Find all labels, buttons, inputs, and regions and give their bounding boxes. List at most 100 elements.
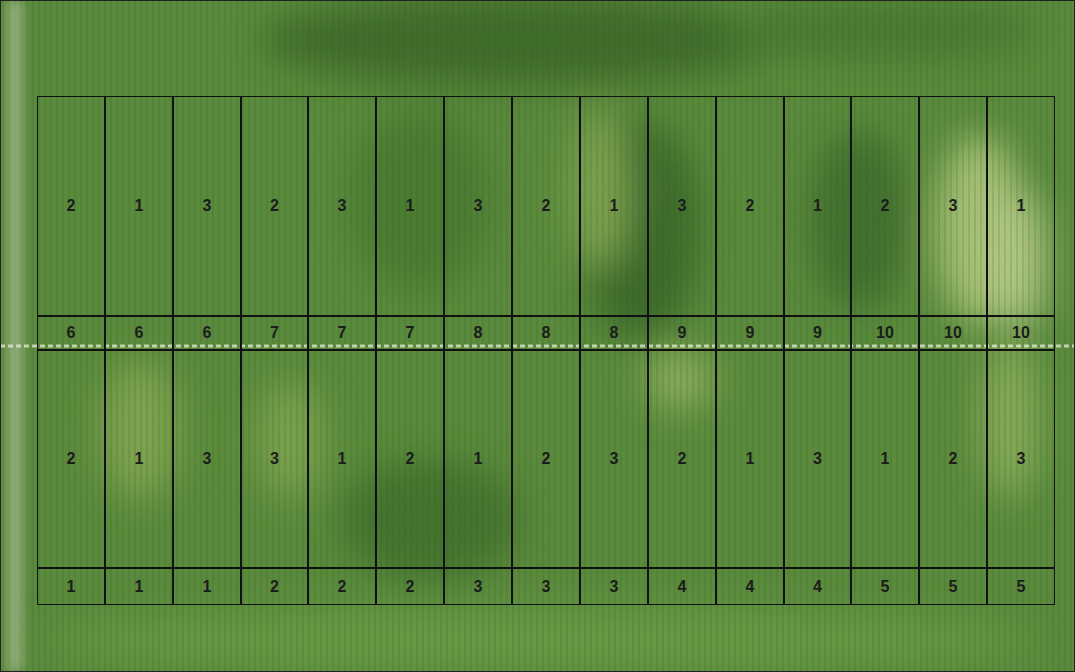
replicate-cell: 6 bbox=[173, 316, 241, 350]
replicate-cell: 4 bbox=[716, 568, 784, 605]
replicate-cell: 9 bbox=[648, 316, 716, 350]
replicate-number: 3 bbox=[542, 579, 551, 595]
treatment-number: 1 bbox=[881, 451, 890, 467]
replicate-number: 5 bbox=[881, 579, 890, 595]
plot-box: 2 bbox=[716, 96, 784, 316]
treatment-number: 2 bbox=[678, 451, 687, 467]
replicate-cell: 5 bbox=[919, 568, 987, 605]
replicate-number: 9 bbox=[678, 325, 687, 341]
plot-box: 1 bbox=[444, 350, 512, 568]
replicate-number: 5 bbox=[949, 579, 958, 595]
replicate-cell: 8 bbox=[580, 316, 648, 350]
replicate-number: 4 bbox=[746, 579, 755, 595]
replicate-number: 6 bbox=[135, 325, 144, 341]
replicate-number: 10 bbox=[944, 325, 962, 341]
plot-box: 2 bbox=[512, 350, 580, 568]
treatment-number: 2 bbox=[881, 198, 890, 214]
treatment-number: 1 bbox=[1017, 198, 1026, 214]
replicate-cell: 1 bbox=[105, 568, 173, 605]
replicate-number: 3 bbox=[474, 579, 483, 595]
replicate-number: 7 bbox=[406, 325, 415, 341]
plot-box: 3 bbox=[241, 350, 308, 568]
plot-box: 3 bbox=[987, 350, 1055, 568]
plot-box: 3 bbox=[444, 96, 512, 316]
treatment-number: 3 bbox=[678, 198, 687, 214]
replicate-cell: 3 bbox=[444, 568, 512, 605]
plot-box: 1 bbox=[987, 96, 1055, 316]
treatment-number: 1 bbox=[406, 198, 415, 214]
replicate-cell: 7 bbox=[376, 316, 444, 350]
replicate-cell: 8 bbox=[512, 316, 580, 350]
plot-box: 2 bbox=[241, 96, 308, 316]
replicate-cell: 5 bbox=[851, 568, 919, 605]
plot-box: 3 bbox=[919, 96, 987, 316]
replicate-number: 1 bbox=[135, 579, 144, 595]
replicate-number: 10 bbox=[876, 325, 894, 341]
replicate-cell: 1 bbox=[37, 568, 105, 605]
treatment-number: 1 bbox=[610, 198, 619, 214]
replicate-number: 2 bbox=[338, 579, 347, 595]
plot-box: 2 bbox=[851, 96, 919, 316]
replicate-number: 7 bbox=[270, 325, 279, 341]
replicate-cell: 6 bbox=[37, 316, 105, 350]
treatment-number: 3 bbox=[949, 198, 958, 214]
plot-box: 2 bbox=[648, 350, 716, 568]
treatment-number: 2 bbox=[542, 198, 551, 214]
replicate-number: 8 bbox=[542, 325, 551, 341]
replicate-number: 1 bbox=[67, 579, 76, 595]
treatment-number: 2 bbox=[270, 198, 279, 214]
treatment-number: 3 bbox=[610, 451, 619, 467]
replicate-cell: 10 bbox=[851, 316, 919, 350]
plot-box: 3 bbox=[580, 350, 648, 568]
replicate-cell: 2 bbox=[241, 568, 308, 605]
plot-box: 2 bbox=[919, 350, 987, 568]
treatment-number: 2 bbox=[406, 451, 415, 467]
replicate-number: 3 bbox=[610, 579, 619, 595]
replicate-cell: 7 bbox=[308, 316, 376, 350]
plot-box: 1 bbox=[851, 350, 919, 568]
replicate-number: 10 bbox=[1012, 325, 1030, 341]
plot-box: 3 bbox=[648, 96, 716, 316]
treatment-number: 3 bbox=[270, 451, 279, 467]
treatment-number: 2 bbox=[67, 198, 76, 214]
plot-box: 1 bbox=[580, 96, 648, 316]
plot-box: 1 bbox=[784, 96, 851, 316]
replicate-cell: 10 bbox=[987, 316, 1055, 350]
replicate-number: 4 bbox=[678, 579, 687, 595]
replicate-cell: 9 bbox=[784, 316, 851, 350]
replicate-cell: 7 bbox=[241, 316, 308, 350]
treatment-number: 2 bbox=[542, 451, 551, 467]
plot-box: 1 bbox=[376, 96, 444, 316]
plot-box: 3 bbox=[173, 96, 241, 316]
replicate-cell: 2 bbox=[376, 568, 444, 605]
replicate-cell: 5 bbox=[987, 568, 1055, 605]
plot-box: 3 bbox=[784, 350, 851, 568]
treatment-number: 1 bbox=[746, 451, 755, 467]
plot-box: 3 bbox=[308, 96, 376, 316]
plot-box: 2 bbox=[512, 96, 580, 316]
replicate-number: 6 bbox=[203, 325, 212, 341]
replicate-cell: 8 bbox=[444, 316, 512, 350]
replicate-number: 2 bbox=[270, 579, 279, 595]
plot-box: 1 bbox=[716, 350, 784, 568]
plot-box: 1 bbox=[105, 96, 173, 316]
replicate-cell: 3 bbox=[580, 568, 648, 605]
replicate-number: 8 bbox=[610, 325, 619, 341]
treatment-number: 3 bbox=[338, 198, 347, 214]
treatment-number: 3 bbox=[203, 198, 212, 214]
replicate-cell: 6 bbox=[105, 316, 173, 350]
treatment-number: 1 bbox=[474, 451, 483, 467]
replicate-number: 1 bbox=[203, 579, 212, 595]
treatment-number: 2 bbox=[67, 451, 76, 467]
plot-box: 2 bbox=[37, 96, 105, 316]
replicate-cell: 2 bbox=[308, 568, 376, 605]
treatment-number: 3 bbox=[203, 451, 212, 467]
replicate-cell: 3 bbox=[512, 568, 580, 605]
replicate-cell: 4 bbox=[784, 568, 851, 605]
treatment-number: 1 bbox=[813, 198, 822, 214]
replicate-cell: 10 bbox=[919, 316, 987, 350]
treatment-number: 2 bbox=[746, 198, 755, 214]
